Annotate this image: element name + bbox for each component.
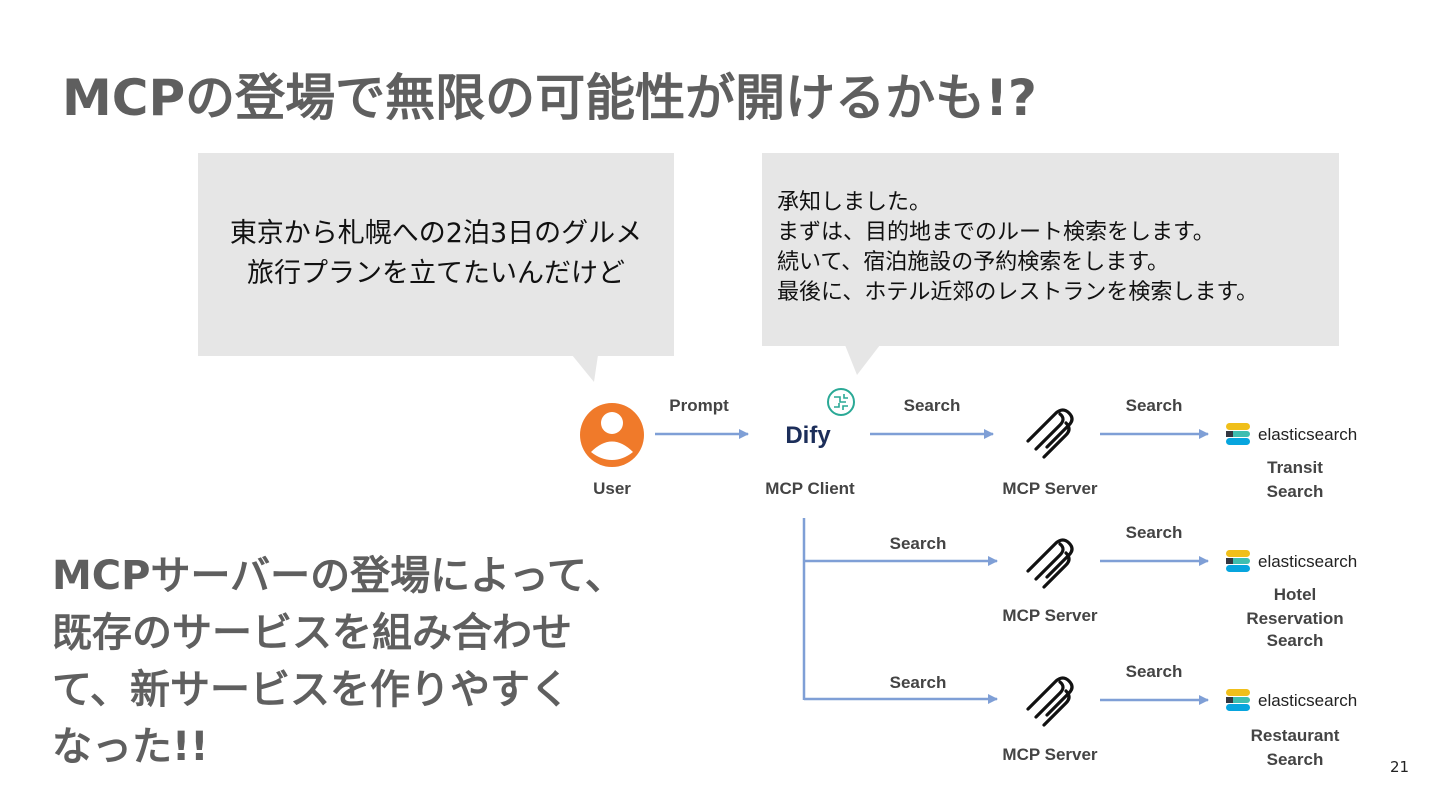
target-label: Restaurant [1251, 726, 1340, 745]
elasticsearch-label: elasticsearch [1258, 691, 1357, 710]
dify-bubble-line: 続いて、宿泊施設の予約検索をします。 [777, 250, 1170, 275]
search-label: Search [904, 396, 961, 415]
elasticsearch-label: elasticsearch [1258, 552, 1357, 571]
dify-logo: Dify [785, 422, 831, 449]
mcp-server-icon [1026, 408, 1074, 459]
mcp-server-icon [1026, 676, 1074, 727]
target-label: Reservation [1246, 609, 1343, 628]
user-label: User [593, 479, 631, 498]
summary-line: 既存のサービスを組み合わせ [52, 610, 572, 656]
brain-icon [827, 388, 855, 416]
target-label: Search [1267, 750, 1324, 769]
user-bubble-text: 東京から札幌への2泊3日のグルメ 旅行プランを立てたいんだけど [198, 214, 674, 294]
target-label: Search [1267, 631, 1324, 650]
summary-line: なった!! [52, 724, 209, 770]
elasticsearch-icon [1226, 550, 1250, 572]
prompt-label: Prompt [669, 396, 729, 415]
dify-bubble-line: まずは、目的地までのルート検索をします。 [777, 220, 1215, 245]
search-label: Search [890, 534, 947, 553]
elasticsearch-label: elasticsearch [1258, 425, 1357, 444]
elasticsearch-icon [1226, 422, 1250, 446]
mcp-server-label: MCP Server [1002, 606, 1098, 625]
target-label: Hotel [1274, 585, 1317, 604]
elasticsearch-icon [1226, 689, 1250, 711]
user-icon [580, 403, 644, 467]
dify-bubble-text: 承知しました。 まずは、目的地までのルート検索をします。 続いて、宿泊施設の予約… [777, 188, 1337, 308]
dify-bubble-line: 承知しました。 [777, 190, 932, 215]
search-label: Search [890, 673, 947, 692]
target-label: Search [1267, 482, 1324, 501]
mcp-server-icon [1026, 538, 1074, 589]
user-bubble-line: 旅行プランを立てたいんだけど [247, 258, 625, 289]
mcp-server-label: MCP Server [1002, 479, 1098, 498]
summary-line: て、新サービスを作りやすく [52, 667, 570, 713]
client-label: MCP Client [765, 479, 855, 498]
slide-title: MCPの登場で無限の可能性が開けるかも!? [62, 69, 1037, 127]
user-bubble-line: 東京から札幌への2泊3日のグルメ [229, 218, 643, 249]
page-number: 21 [1390, 758, 1410, 776]
target-label: Transit [1267, 458, 1323, 477]
search-label: Search [1126, 396, 1183, 415]
dify-speech-bubble [762, 153, 1339, 346]
search-label: Search [1126, 523, 1183, 542]
user-speech-bubble [198, 153, 674, 356]
mcp-server-label: MCP Server [1002, 745, 1098, 764]
summary-line: MCPサーバーの登場によって、 [52, 553, 625, 599]
dify-bubble-line: 最後に、ホテル近郊のレストランを検索します。 [777, 280, 1259, 305]
summary-text: MCPサーバーの登場によって、 既存のサービスを組み合わせ て、新サービスを作り… [52, 548, 625, 776]
search-label: Search [1126, 662, 1183, 681]
